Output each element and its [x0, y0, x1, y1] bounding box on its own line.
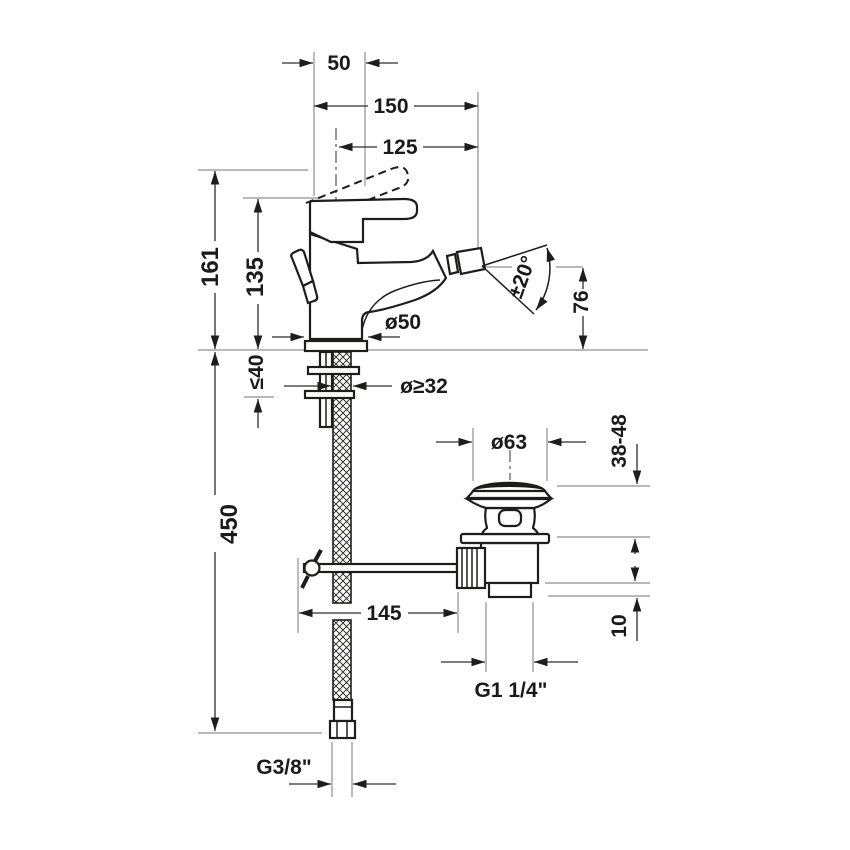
waste-plug-cap — [472, 481, 546, 491]
braided-hose-lower — [332, 619, 352, 701]
dim-hose-thread: G3/8" — [256, 756, 311, 779]
spray-joint — [445, 252, 460, 276]
dim-height-body: 135 — [242, 257, 269, 297]
dim-spout-projection: 125 — [382, 136, 417, 159]
supply-hose-and-shank — [303, 350, 361, 740]
hose-hex-nut — [328, 719, 357, 740]
waste-cone-lower — [463, 497, 555, 510]
waste-cone-upper — [464, 489, 554, 500]
base-plate — [303, 339, 369, 353]
dim-waste-flange-diameter: ø63 — [491, 431, 527, 454]
mounting-nut — [303, 389, 356, 400]
dim-waste-thread: G1 1/4" — [475, 679, 548, 702]
spout-inner-curve — [361, 279, 441, 331]
waste-body — [479, 541, 540, 585]
dim-overall-projection: 150 — [373, 95, 408, 118]
dim-spout-height: 76 — [570, 290, 593, 313]
datum-lines — [198, 52, 650, 797]
knurled-nut — [455, 546, 487, 590]
waste-flange-plate — [459, 532, 551, 545]
spray-swivel-fan — [481, 244, 555, 315]
hose-ferrule — [332, 698, 354, 723]
dimension-lines — [210, 58, 642, 789]
dim-height-total: 161 — [197, 247, 224, 287]
dimension-labels: 50 150 125 161 135 ≤40 450 ø50 ø≥32 ±20°… — [197, 52, 631, 779]
washer — [306, 365, 361, 376]
spray-outlet — [455, 246, 487, 276]
dim-hose-length: 450 — [216, 504, 243, 544]
pull-rod-lower — [300, 575, 310, 589]
side-lever — [290, 248, 315, 288]
dim-hole-diameter: ø≥32 — [400, 375, 448, 398]
pop-up-rod-linkage — [300, 549, 459, 589]
handle-raised-ghost-outline — [305, 166, 410, 204]
waste-overflow-hole — [497, 508, 523, 528]
swivel-arc — [535, 247, 555, 311]
dim-waste-adjust-range: 38-48 — [608, 414, 631, 468]
rod-ball-joint — [303, 559, 321, 577]
horizontal-rod — [302, 562, 459, 574]
single-lever-handle — [308, 197, 419, 244]
pop-up-waste — [455, 481, 555, 599]
mixer-body — [308, 232, 448, 341]
dim-rod-length: 145 — [366, 602, 401, 625]
bidet-mixer-body — [290, 166, 487, 353]
dim-deck-max: ≤40 — [245, 355, 268, 390]
waste-tailpiece — [487, 581, 533, 599]
dim-base-diameter: ø50 — [385, 311, 421, 334]
dim-handle-offset: 50 — [327, 52, 350, 75]
side-lever-hub — [301, 279, 319, 305]
dim-waste-collar: 10 — [608, 614, 631, 637]
pull-rod-upper — [313, 549, 323, 562]
